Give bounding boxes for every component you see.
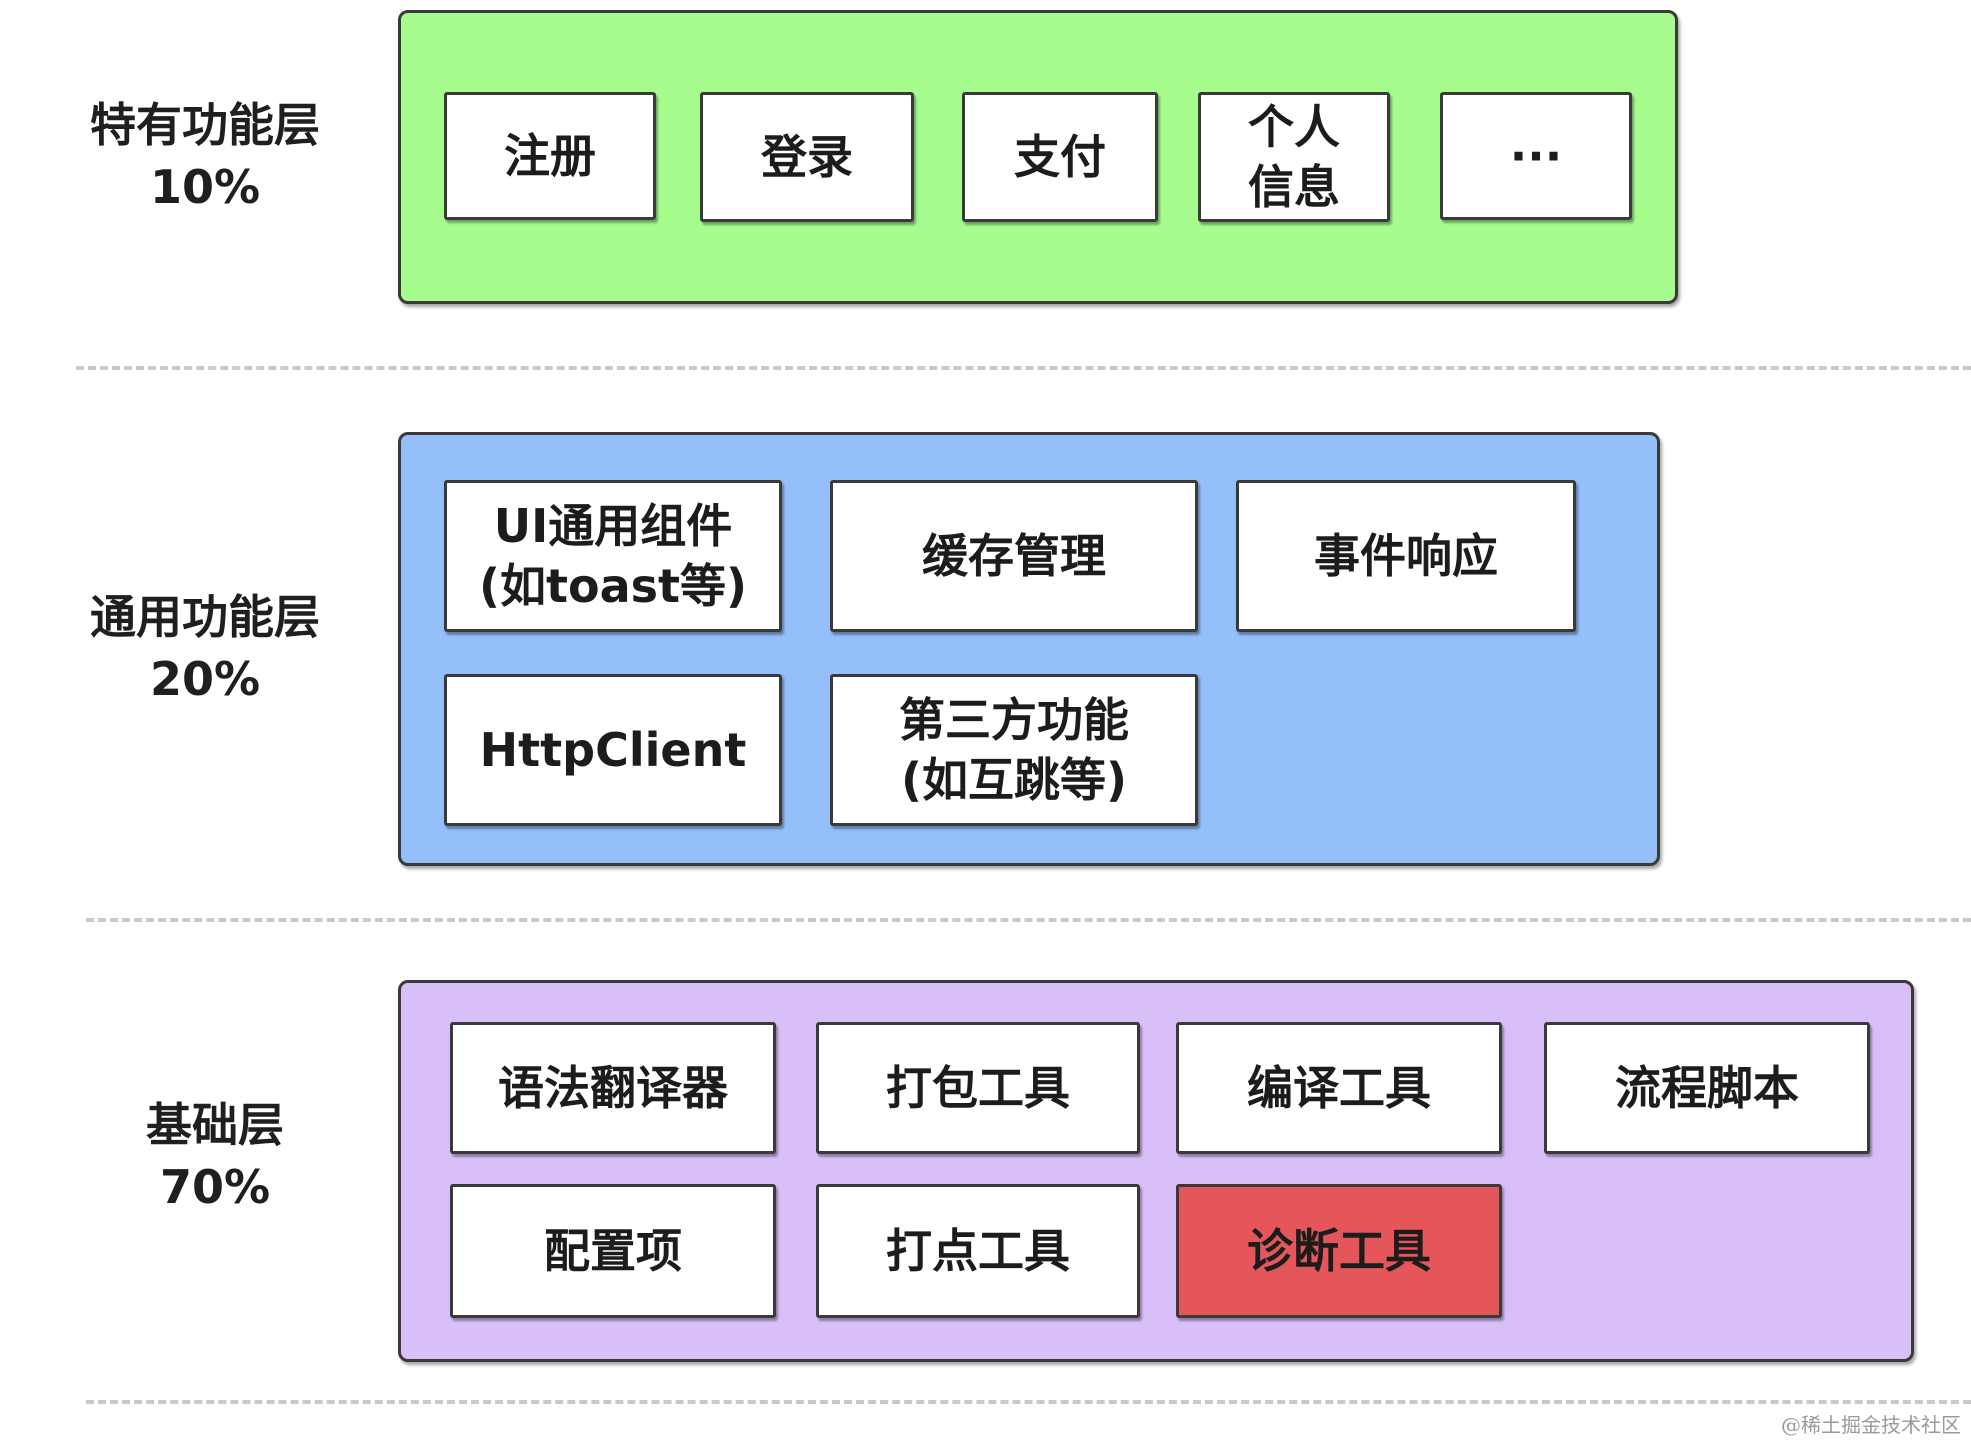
module-register: 注册 — [444, 92, 656, 220]
module-event-response: 事件响应 — [1236, 480, 1576, 632]
layer-divider — [76, 366, 1971, 370]
layer-percent: 20% — [149, 652, 261, 706]
module-diagnostic-tool: 诊断工具 — [1176, 1184, 1502, 1318]
layer-name: 基础层 — [146, 1098, 284, 1152]
module-third-party: 第三方功能 (如互跳等) — [830, 674, 1198, 826]
watermark: @稀土掘金技术社区 — [1781, 1413, 1961, 1437]
layer-name: 通用功能层 — [90, 590, 320, 644]
module-personal-info: 个人 信息 — [1198, 92, 1390, 222]
module-packaging-tool: 打包工具 — [816, 1022, 1140, 1154]
module-cache-management: 缓存管理 — [830, 480, 1198, 632]
module-config-items: 配置项 — [450, 1184, 776, 1318]
module-syntax-translator: 语法翻译器 — [450, 1022, 776, 1154]
module-compile-tool: 编译工具 — [1176, 1022, 1502, 1154]
module-ui-components: UI通用组件 (如toast等) — [444, 480, 782, 632]
layer-divider — [86, 1400, 1971, 1404]
layer-label-common: 通用功能层 20% — [70, 586, 340, 710]
layer-name: 特有功能层 — [90, 98, 320, 152]
module-tracking-tool: 打点工具 — [816, 1184, 1140, 1318]
module-more: ··· — [1440, 92, 1632, 220]
module-login: 登录 — [700, 92, 914, 222]
module-workflow-script: 流程脚本 — [1544, 1022, 1870, 1154]
layer-label-specific: 特有功能层 10% — [70, 94, 340, 218]
layer-percent: 10% — [149, 160, 261, 214]
layer-label-base: 基础层 70% — [80, 1094, 350, 1218]
module-payment: 支付 — [962, 92, 1158, 222]
layer-divider — [86, 918, 1971, 922]
layer-percent: 70% — [159, 1160, 271, 1214]
module-http-client: HttpClient — [444, 674, 782, 826]
